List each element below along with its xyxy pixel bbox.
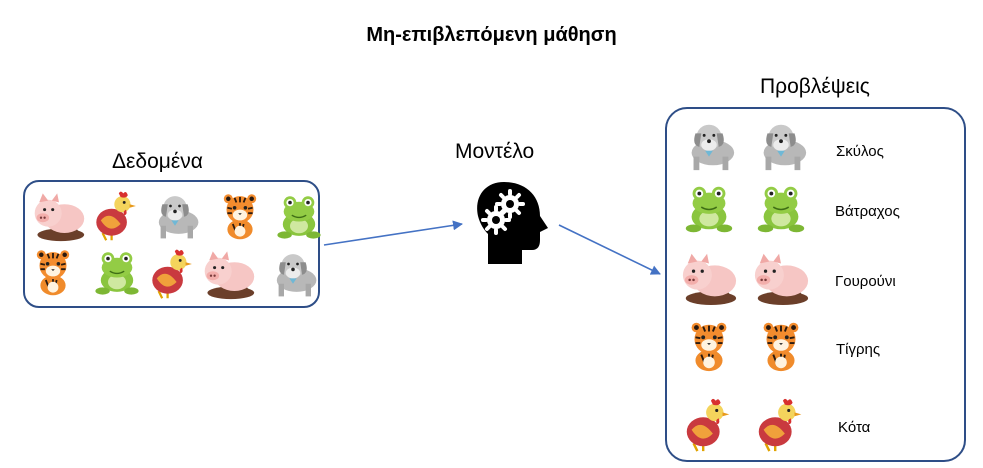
data-frog-icon	[277, 196, 321, 239]
data-chicken-icon	[96, 191, 136, 241]
data-chicken-icon	[152, 249, 192, 299]
prediction-pig-icon	[754, 253, 809, 306]
data-pig-icon	[34, 193, 85, 242]
arrow-model-to-predictions	[558, 224, 661, 275]
prediction-label-pig: Γουρούνι	[835, 273, 896, 290]
prediction-frog-icon	[757, 186, 805, 233]
data-dog-icon	[276, 254, 317, 297]
model-label: Μοντέλο	[455, 140, 535, 163]
prediction-dog-icon	[691, 124, 735, 171]
predictions-label: Προβλέψεις	[760, 75, 870, 98]
prediction-label-chicken: Κότα	[838, 419, 871, 436]
data-frog-icon	[95, 252, 139, 295]
prediction-label-tiger: Τίγρης	[836, 341, 881, 358]
data-tiger-icon	[36, 250, 70, 296]
arrow-data-to-model	[323, 220, 463, 246]
prediction-tiger-icon	[763, 322, 799, 372]
head-gears-icon	[477, 182, 548, 264]
predictions-box	[665, 107, 966, 462]
data-tiger-icon	[223, 194, 257, 240]
data-dog-icon	[158, 196, 199, 239]
prediction-label-frog: Βάτραχος	[835, 203, 900, 220]
prediction-label-dog: Σκύλος	[836, 143, 884, 160]
prediction-chicken-icon	[758, 398, 802, 452]
prediction-pig-icon	[682, 253, 737, 306]
data-pig-icon	[204, 251, 255, 300]
data-box	[23, 180, 320, 308]
prediction-dog-icon	[763, 124, 807, 171]
prediction-chicken-icon	[686, 398, 730, 452]
prediction-tiger-icon	[691, 322, 727, 372]
diagram-title: Μη-επιβλεπόμενη μάθηση	[366, 24, 617, 46]
prediction-frog-icon	[685, 186, 733, 233]
data-label: Δεδομένα	[112, 150, 203, 173]
